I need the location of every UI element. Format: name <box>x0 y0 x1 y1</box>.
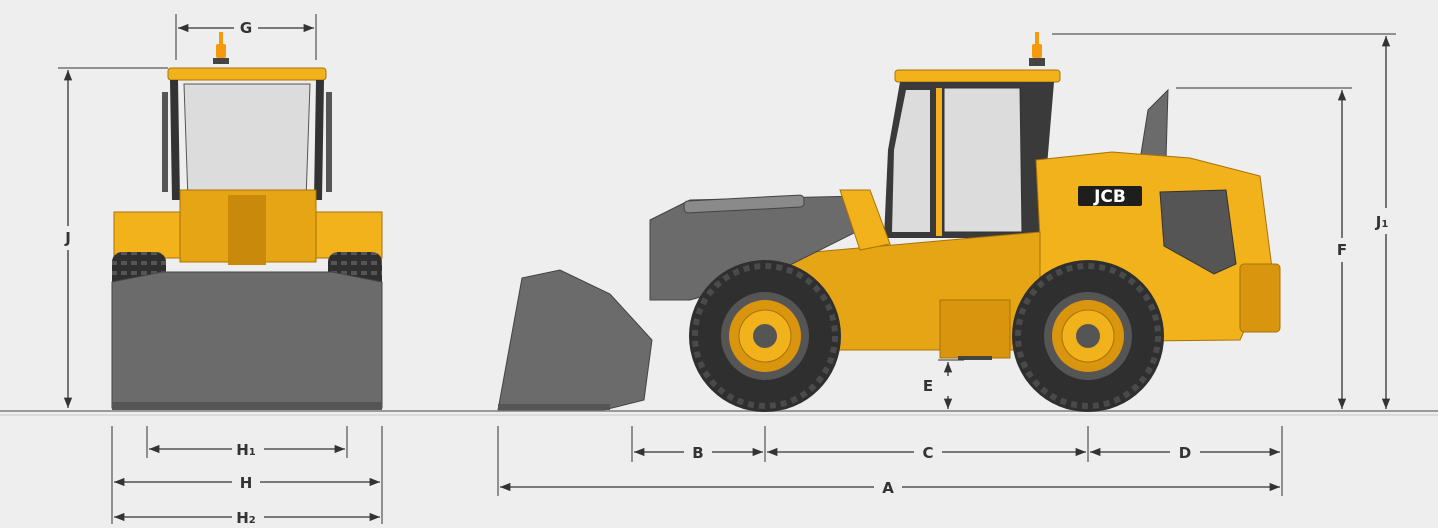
dim-label-j1-sub: 1 <box>1381 219 1388 230</box>
svg-text:H2: H2 <box>236 509 256 527</box>
front-dimensions: G J H1 H H2 <box>58 14 383 527</box>
side-dimensions: B C D A E F J1 <box>497 33 1396 497</box>
dim-label-j: J <box>64 229 71 247</box>
svg-text:J1: J1 <box>1375 213 1389 231</box>
side-grille <box>1159 189 1237 275</box>
front-bucket <box>111 271 383 409</box>
beacon-icon-side <box>1029 32 1045 66</box>
svg-text:H1: H1 <box>236 441 256 459</box>
dim-label-h1: H <box>236 441 249 459</box>
dim-label-h1-sub: 1 <box>249 447 256 458</box>
dim-label-h2: H <box>236 509 249 527</box>
dim-label-b: B <box>692 444 703 462</box>
dim-label-c: C <box>922 444 933 462</box>
dim-label-a: A <box>882 479 894 497</box>
ground <box>0 410 1438 528</box>
dim-label-e: E <box>923 377 933 395</box>
front-wheel <box>689 260 841 412</box>
side-bucket <box>497 269 653 411</box>
dim-label-j1: J <box>1375 213 1382 231</box>
rear-wheel <box>1012 260 1164 412</box>
jcb-logo: JCB <box>1078 186 1142 207</box>
cab-glass <box>183 83 311 201</box>
svg-text:JCB: JCB <box>1093 187 1126 207</box>
dim-label-g: G <box>240 19 252 37</box>
side-view-loader: JCB <box>497 32 1281 412</box>
lift-ram <box>683 194 805 214</box>
beacon-icon <box>213 32 229 64</box>
front-view-loader <box>111 32 383 410</box>
dim-label-h2-sub: 2 <box>249 515 256 526</box>
dim-label-f: F <box>1337 241 1347 259</box>
dim-label-d: D <box>1179 444 1191 462</box>
exhaust-stack <box>1139 88 1169 161</box>
dim-label-h: H <box>240 474 253 492</box>
